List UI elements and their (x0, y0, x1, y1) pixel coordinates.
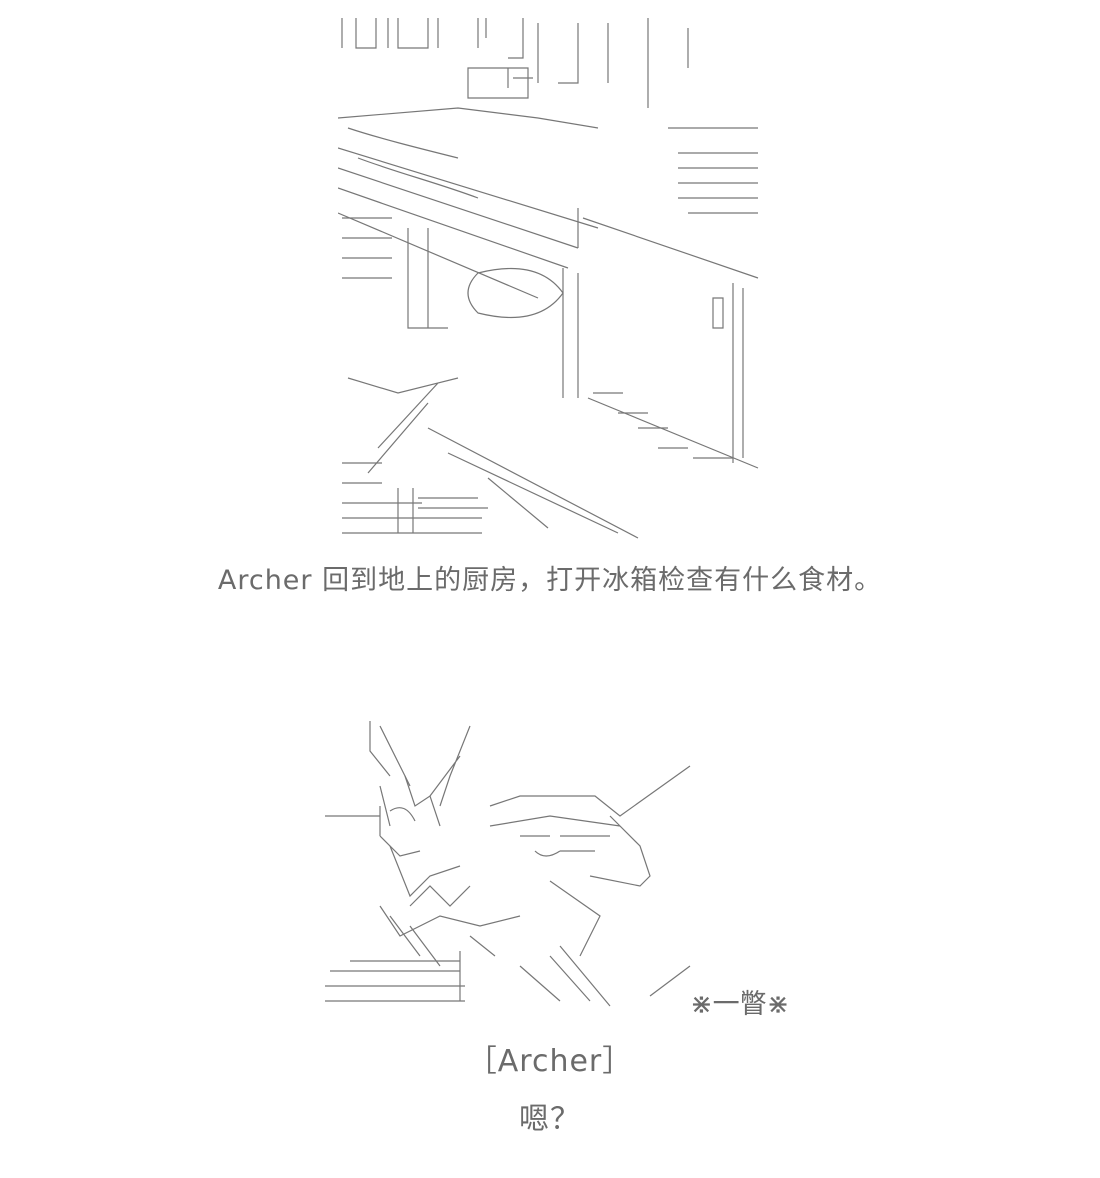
archer-ascii-art (320, 716, 700, 1016)
speaker-name: ［Archer］ (466, 1044, 634, 1079)
narration-caption: Archer 回到地上的厨房，打开冰箱检查有什么食材。 (217, 565, 883, 596)
dialogue-line: 嗯？ (519, 1102, 581, 1137)
glance-sound-effect: ⋇一瞥⋇ (690, 989, 790, 1020)
kitchen-ascii-art (338, 8, 762, 540)
